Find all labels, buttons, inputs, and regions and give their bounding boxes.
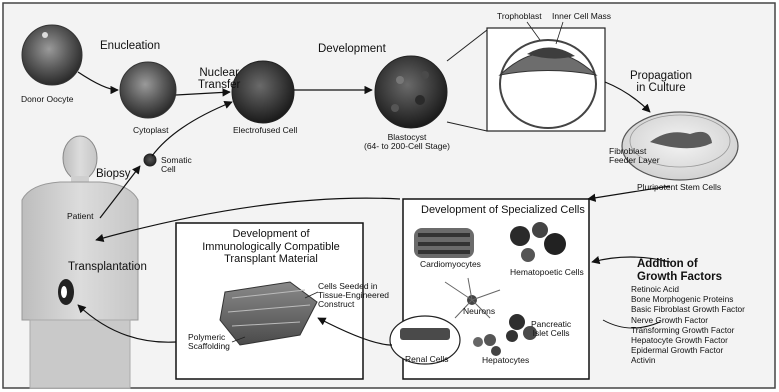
- donor-oocyte: [22, 25, 82, 85]
- label-hematopoietic: Hematopoetic Cells: [510, 268, 584, 277]
- growth-factor-list: Retinoic Acid Bone Morphogenic Proteins …: [631, 284, 745, 366]
- growth-factor-item: Transforming Growth Factor: [631, 325, 745, 335]
- label-pancreatic: Pancreatic Islet Cells: [531, 320, 571, 338]
- label-hepatocytes: Hepatocytes: [482, 356, 529, 365]
- label-propagation: Propagation in Culture: [630, 70, 692, 94]
- label-transplantation: Transplantation: [68, 261, 147, 273]
- label-growth-title: Addition of Growth Factors: [637, 258, 722, 284]
- label-inner-cell-mass: Inner Cell Mass: [552, 12, 611, 21]
- label-donor-oocyte: Donor Oocyte: [21, 95, 73, 104]
- label-feeder-layer: Fibroblast Feeder Layer: [609, 147, 660, 165]
- label-somatic-cell: Somatic Cell: [161, 156, 192, 174]
- growth-factor-item: Nerve Growth Factor: [631, 315, 745, 325]
- label-polymeric: Polymeric Scaffolding: [188, 333, 230, 351]
- label-patient: Patient: [67, 212, 93, 221]
- blastocyst: [375, 56, 447, 128]
- cytoplast-cell: [120, 62, 176, 118]
- label-enucleation: Enucleation: [100, 40, 160, 52]
- label-biopsy: Biopsy: [96, 168, 131, 180]
- growth-factor-item: Activin: [631, 355, 745, 365]
- label-blastocyst: Blastocyst (64- to 200-Cell Stage): [364, 133, 450, 151]
- growth-factor-item: Bone Morphogenic Proteins: [631, 294, 745, 304]
- label-renal-cells: Renal Cells: [405, 355, 448, 364]
- label-specialized-title: Development of Specialized Cells: [421, 205, 585, 217]
- growth-factor-item: Hepatocyte Growth Factor: [631, 335, 745, 345]
- label-cardiomyocytes: Cardiomyocytes: [420, 260, 481, 269]
- growth-factor-item: Epidermal Growth Factor: [631, 345, 745, 355]
- label-trophoblast: Trophoblast: [497, 12, 542, 21]
- label-electrofused-cell: Electrofused Cell: [233, 126, 297, 135]
- blastocyst-detail: [487, 28, 605, 131]
- label-cytoplast: Cytoplast: [133, 126, 168, 135]
- growth-factor-item: Retinoic Acid: [631, 284, 745, 294]
- label-seeded: Cells Seeded in Tissue-Engineered Constr…: [318, 282, 389, 309]
- cardiomyocytes-image: [414, 228, 474, 258]
- label-immuno-title: Development of Immunologically Compatibl…: [191, 228, 351, 266]
- label-nuclear-transfer: Nuclear Transfer: [198, 67, 240, 91]
- growth-factor-item: Basic Fibroblast Growth Factor: [631, 304, 745, 314]
- label-development: Development: [318, 43, 386, 55]
- electrofused-cell: [232, 61, 294, 123]
- somatic-cell: [144, 154, 156, 166]
- label-neurons: Neurons: [463, 307, 495, 316]
- kidney-in-body: [58, 279, 74, 305]
- label-pluripotent: Pluripotent Stem Cells: [637, 183, 721, 192]
